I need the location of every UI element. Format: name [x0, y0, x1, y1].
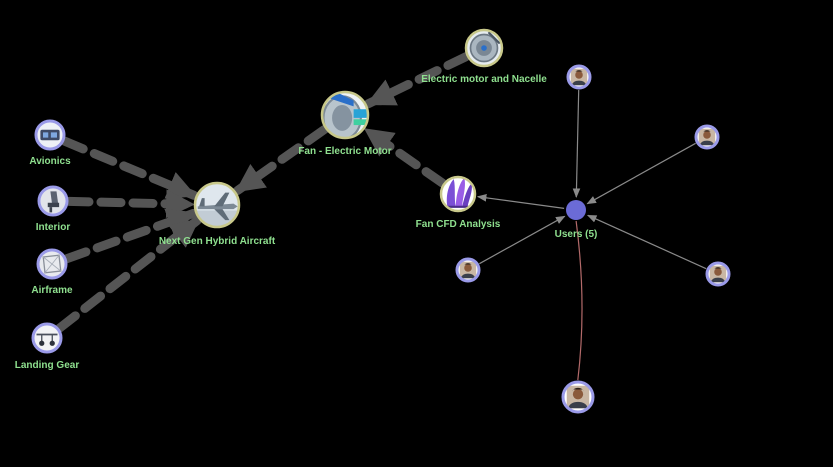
node-users[interactable]	[566, 200, 586, 220]
user-avatar-icon	[570, 68, 588, 86]
node-nacelle[interactable]	[464, 28, 505, 69]
node-label-interior: Interior	[36, 222, 71, 233]
node-user4[interactable]	[705, 261, 731, 287]
landing-gear-thumbnail-icon	[33, 324, 61, 352]
user-avatar-icon	[698, 128, 716, 146]
node-user3[interactable]	[455, 257, 481, 283]
edge-users-to-cfd	[476, 194, 565, 209]
node-user1[interactable]	[566, 64, 592, 90]
edge-landing_gear-to-aircraft	[55, 215, 202, 333]
node-label-fan-motor: Fan - Electric Motor	[298, 146, 391, 157]
node-layer: Next Gen Hybrid Aircraft Fan - Electric M…	[15, 28, 731, 414]
node-cfd[interactable]	[439, 175, 477, 213]
edge-avionics-to-aircraft	[60, 136, 199, 200]
interior-thumbnail-icon	[40, 188, 66, 214]
edge-user2-to-users	[586, 142, 696, 205]
node-interior[interactable]	[37, 185, 69, 217]
edge-owner-to-users	[575, 220, 583, 381]
user-avatar-icon	[709, 265, 727, 283]
node-aircraft[interactable]	[193, 181, 241, 229]
node-owner[interactable]	[561, 380, 595, 414]
edge-nacelle-to-fan_motor	[363, 52, 471, 109]
airframe-thumbnail-icon	[39, 251, 65, 277]
node-landing-gear[interactable]	[31, 322, 63, 354]
node-fan-motor[interactable]	[311, 81, 380, 150]
user-avatar-icon	[459, 261, 477, 279]
node-label-airframe: Airframe	[31, 285, 73, 296]
edge-interior-to-aircraft	[64, 189, 197, 219]
node-label-avionics: Avionics	[29, 156, 71, 167]
avionics-thumbnail-icon	[37, 122, 63, 148]
edge-user3-to-users	[479, 215, 566, 265]
users-hub-icon	[566, 200, 586, 220]
node-user2[interactable]	[694, 124, 720, 150]
node-label-cfd: Fan CFD Analysis	[416, 219, 501, 230]
node-label-landing-gear: Landing Gear	[15, 360, 80, 371]
user-avatar-icon	[566, 385, 590, 409]
edge-fan_motor-to-aircraft	[232, 124, 330, 196]
node-label-aircraft: Next Gen Hybrid Aircraft	[159, 236, 276, 247]
edge-layer	[55, 52, 707, 381]
edge-cfd-to-fan_motor	[361, 125, 447, 188]
node-label-users: Users (5)	[555, 229, 598, 240]
nacelle-thumbnail-icon	[466, 30, 502, 66]
node-label-nacelle: Electric motor and Nacelle	[421, 74, 547, 85]
edge-user4-to-users	[586, 214, 707, 270]
node-avionics[interactable]	[34, 119, 66, 151]
edge-user1-to-users	[572, 89, 581, 198]
node-airframe[interactable]	[36, 248, 68, 280]
